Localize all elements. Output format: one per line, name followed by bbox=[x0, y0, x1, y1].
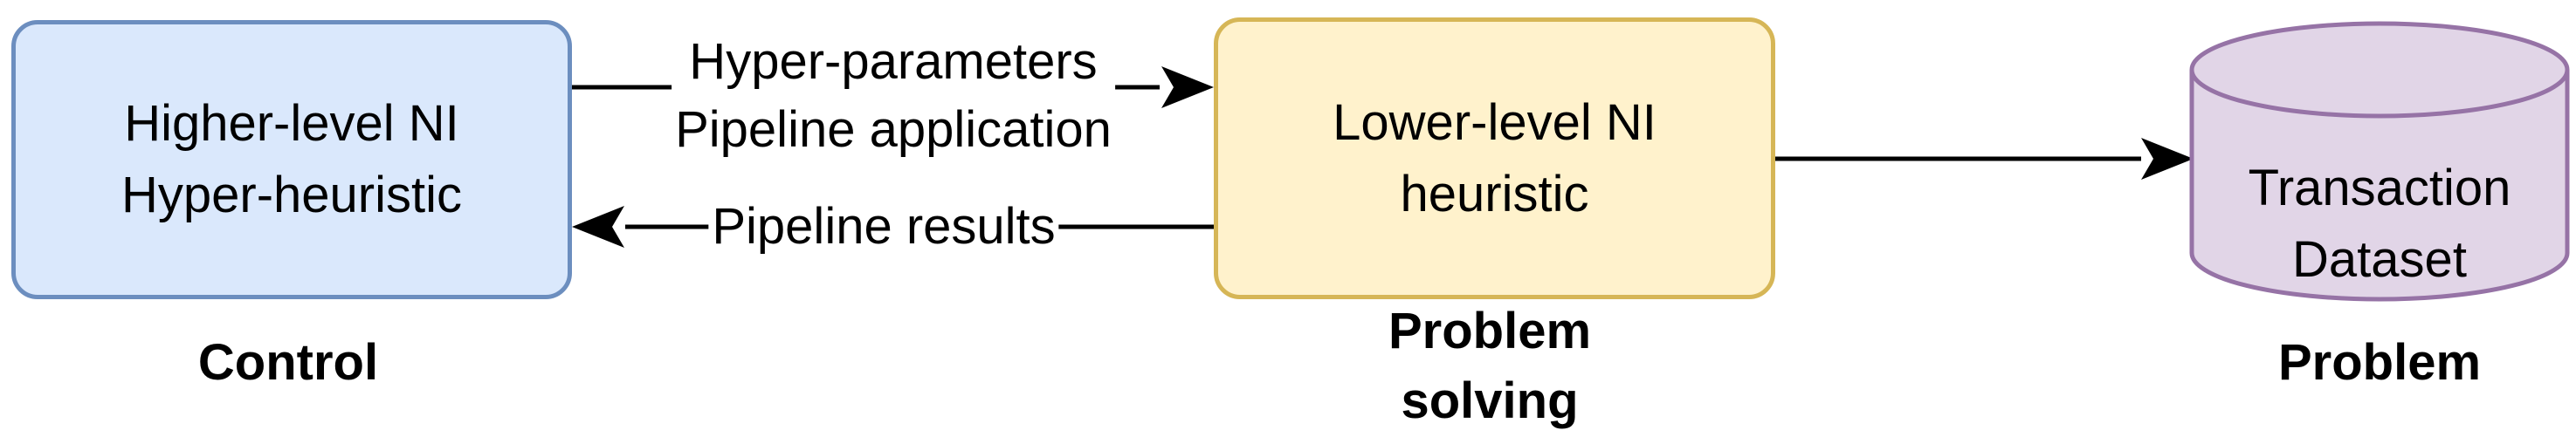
caption-control: Control bbox=[197, 334, 379, 391]
forward-edge-label-line1: Hyper-parameters bbox=[689, 33, 1098, 90]
back-edge-label: Pipeline results bbox=[708, 193, 1059, 261]
hyper-heuristic-box: Higher-level NI Hyper-heuristic bbox=[11, 20, 572, 299]
lower-heuristic-box: Lower-level NI heuristic bbox=[1214, 17, 1775, 299]
forward-edge-label: Hyper-parameters Pipeline application bbox=[672, 28, 1115, 164]
caption-problem-solving: Problem solving bbox=[1388, 297, 1591, 436]
lower-heuristic-label-line1: Lower-level NI bbox=[1333, 93, 1656, 151]
caption-problem-solving-line2: solving bbox=[1401, 372, 1579, 429]
lower-heuristic-label-line2: heuristic bbox=[1400, 165, 1589, 222]
arrow-lower-to-dataset bbox=[1775, 138, 2194, 180]
caption-problem-solving-line1: Problem bbox=[1388, 303, 1592, 359]
hyper-heuristic-label-line1: Higher-level NI bbox=[124, 95, 459, 152]
caption-problem: Problem bbox=[2277, 334, 2482, 391]
dataset-label-line2: Dataset bbox=[2292, 231, 2467, 288]
hyper-heuristic-label-line2: Hyper-heuristic bbox=[121, 167, 462, 223]
forward-edge-label-line2: Pipeline application bbox=[675, 101, 1112, 158]
dataset-cylinder bbox=[2189, 21, 2570, 302]
dataset-label-line1: Transaction bbox=[2248, 160, 2511, 216]
dataset-label: Transaction Dataset bbox=[2192, 153, 2567, 296]
